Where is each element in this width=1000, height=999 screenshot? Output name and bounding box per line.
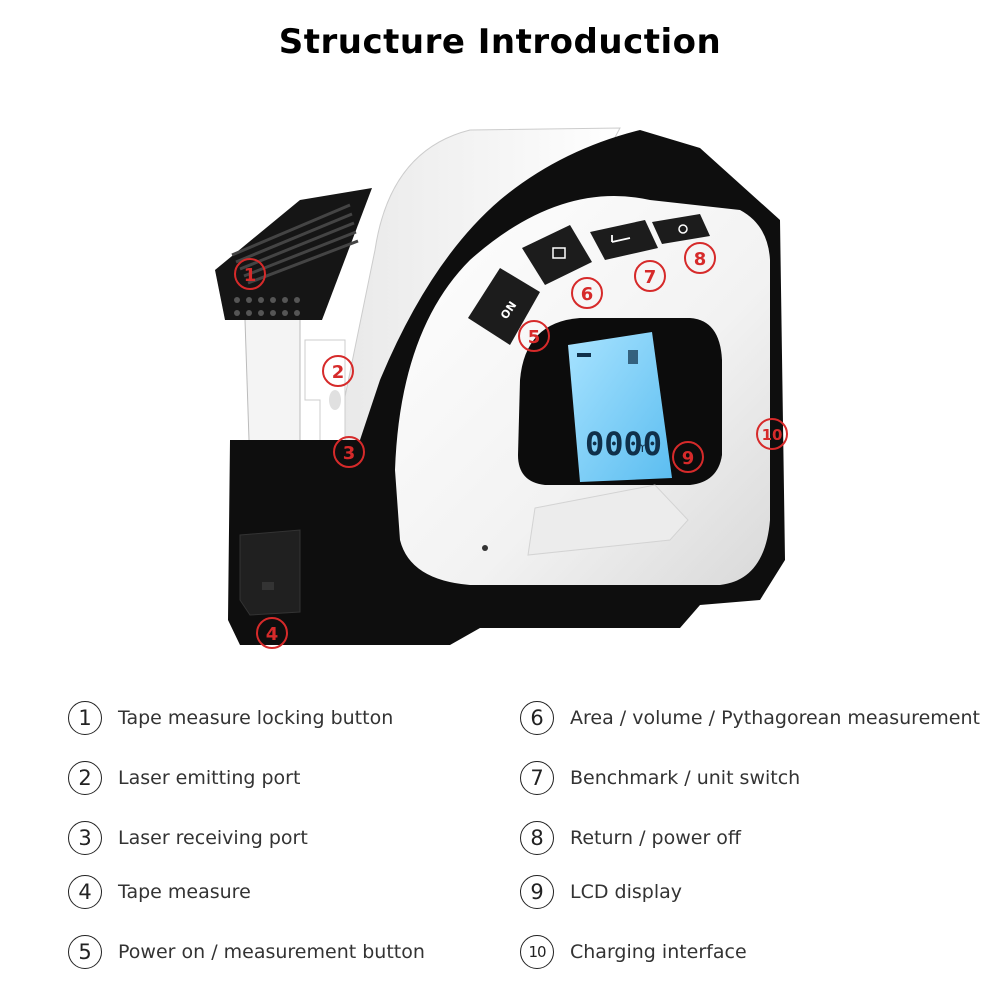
- laser-tape-measure-illustration: 0000 m ON 1 2 3 4 5: [200, 115, 800, 655]
- legend-item-5: 5 Power on / measurement button: [68, 932, 425, 972]
- legend-text: Tape measure: [118, 881, 251, 903]
- legend-text: Return / power off: [570, 827, 741, 849]
- legend-number: 1: [68, 701, 102, 735]
- legend-item-9: 9 LCD display: [520, 872, 682, 912]
- legend-text: Laser receiving port: [118, 827, 308, 849]
- legend-item-3: 3 Laser receiving port: [68, 818, 308, 858]
- legend-item-2: 2 Laser emitting port: [68, 758, 300, 798]
- legend-text: Benchmark / unit switch: [570, 767, 800, 789]
- legend-text: Area / volume / Pythagorean measurement: [570, 707, 980, 729]
- legend-item-7: 7 Benchmark / unit switch: [520, 758, 800, 798]
- callout-label-4: 4: [266, 624, 279, 645]
- legend-text: LCD display: [570, 881, 682, 903]
- legend-number: 7: [520, 761, 554, 795]
- callout-label-3: 3: [343, 443, 356, 464]
- legend-number: 8: [520, 821, 554, 855]
- legend-item-1: 1 Tape measure locking button: [68, 698, 393, 738]
- legend-item-4: 4 Tape measure: [68, 872, 251, 912]
- legend-number: 5: [68, 935, 102, 969]
- callout-label-5: 5: [528, 327, 541, 348]
- legend-number: 3: [68, 821, 102, 855]
- callout-label-9: 9: [682, 448, 695, 469]
- legend-text: Charging interface: [570, 941, 747, 963]
- legend-number: 4: [68, 875, 102, 909]
- callout-label-8: 8: [694, 249, 707, 270]
- legend-text: Power on / measurement button: [118, 941, 425, 963]
- legend-number: 6: [520, 701, 554, 735]
- legend-text: Laser emitting port: [118, 767, 300, 789]
- legend-number: 2: [68, 761, 102, 795]
- legend-item-10: 10 Charging interface: [520, 932, 747, 972]
- legend-item-8: 8 Return / power off: [520, 818, 741, 858]
- legend-text: Tape measure locking button: [118, 707, 393, 729]
- callout-label-6: 6: [581, 284, 594, 305]
- lcd-reading: 0000: [585, 425, 662, 463]
- locking-button: [215, 188, 372, 320]
- legend-item-6: 6 Area / volume / Pythagorean measuremen…: [520, 698, 980, 738]
- legend-number: 10: [520, 935, 554, 969]
- callout-label-2: 2: [332, 362, 345, 383]
- callout-label-10: 10: [762, 426, 783, 444]
- lcd-unit: m: [636, 441, 649, 456]
- page-title: Structure Introduction: [0, 22, 1000, 62]
- legend-number: 9: [520, 875, 554, 909]
- callout-label-1: 1: [244, 265, 257, 286]
- tape-clip: [240, 530, 300, 615]
- callout-label-7: 7: [644, 267, 657, 288]
